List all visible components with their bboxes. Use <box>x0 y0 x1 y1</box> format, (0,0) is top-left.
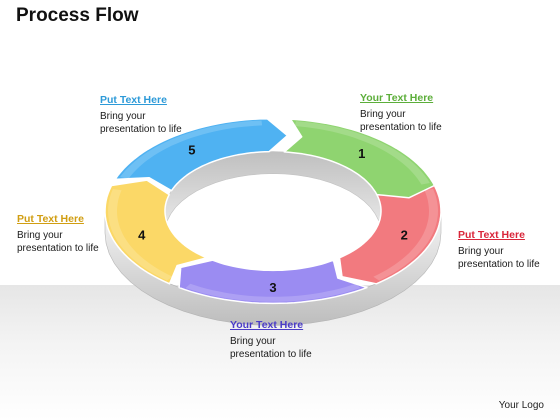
step-4-body-line1: Bring your <box>17 230 63 241</box>
step-2-body-line2: presentation to life <box>458 259 540 270</box>
step-1-body-line2: presentation to life <box>360 122 442 133</box>
step-4-highlight <box>108 189 173 281</box>
step-1-body-line1: Bring your <box>360 109 406 120</box>
step-5-number: 5 <box>188 143 195 158</box>
step-3-callout: Your Text Here Bring your presentation t… <box>230 319 312 361</box>
step-5-body-line2: presentation to life <box>100 124 182 135</box>
step-5-body-line1: Bring your <box>100 111 146 122</box>
step-3-body-line2: presentation to life <box>230 349 312 360</box>
step-5-highlight <box>120 120 263 179</box>
step-3-number: 3 <box>269 280 276 295</box>
step-1-callout: Your Text Here Bring your presentation t… <box>360 92 442 134</box>
step-3-highlight <box>185 283 361 302</box>
process-step-4-arrow <box>104 179 208 285</box>
step-1-number: 1 <box>358 146 365 161</box>
step-2-highlight <box>373 189 438 281</box>
step-2-number: 2 <box>401 228 408 243</box>
step-2-body-line1: Bring your <box>458 246 504 257</box>
step-4-heading: Put Text Here <box>17 213 84 225</box>
step-3-body-line1: Bring your <box>230 336 276 347</box>
step-4-number: 4 <box>138 228 146 243</box>
process-step-5-arrow <box>114 117 289 192</box>
page-title: Process Flow <box>16 5 139 26</box>
step-1-heading: Your Text Here <box>360 92 434 104</box>
step-1-highlight <box>294 121 430 185</box>
step-4-callout: Put Text Here Bring your presentation to… <box>17 213 99 255</box>
process-step-2-arrow <box>338 184 442 285</box>
step-5-callout: Put Text Here Bring your presentation to… <box>100 94 182 136</box>
step-2-callout: Put Text Here Bring your presentation to… <box>458 229 540 271</box>
logo-text: Your Logo <box>498 400 544 411</box>
step-4-body-line2: presentation to life <box>17 243 99 254</box>
step-3-heading: Your Text Here <box>230 319 304 331</box>
step-5-heading: Put Text Here <box>100 94 167 106</box>
step-2-heading: Put Text Here <box>458 229 525 241</box>
process-step-3-arrow <box>178 259 368 305</box>
